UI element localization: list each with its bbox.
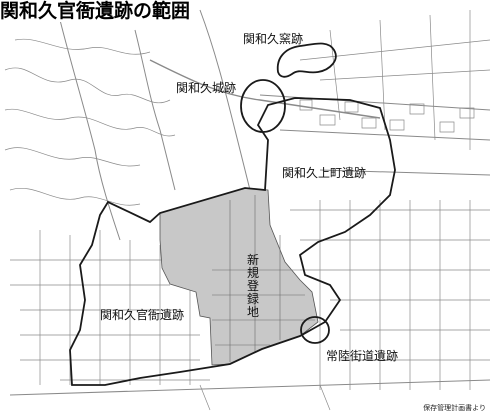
label-kamimachi-site: 関和久上町遺跡 xyxy=(282,165,366,180)
label-kanga-site: 関和久官衙遺跡 xyxy=(100,307,184,322)
topographic-basemap xyxy=(4,9,491,411)
label-castle-site: 関和久城跡 xyxy=(176,80,236,95)
source-credit: 保存管理計画書より xyxy=(423,404,486,412)
kiln-site-boundary xyxy=(276,42,337,78)
page-title: 関和久官衙遺跡の範囲 xyxy=(0,0,195,22)
registered-area-grid xyxy=(212,195,315,362)
label-newly-registered: 新規登録地 xyxy=(247,252,259,319)
label-joban-road-site: 常陸街道遺跡 xyxy=(326,348,398,363)
label-kiln-site: 関和久窯跡 xyxy=(243,31,303,46)
joban-road-site-boundary xyxy=(300,316,330,344)
castle-site-boundary xyxy=(240,79,286,133)
kanga-site-boundary xyxy=(69,97,396,386)
